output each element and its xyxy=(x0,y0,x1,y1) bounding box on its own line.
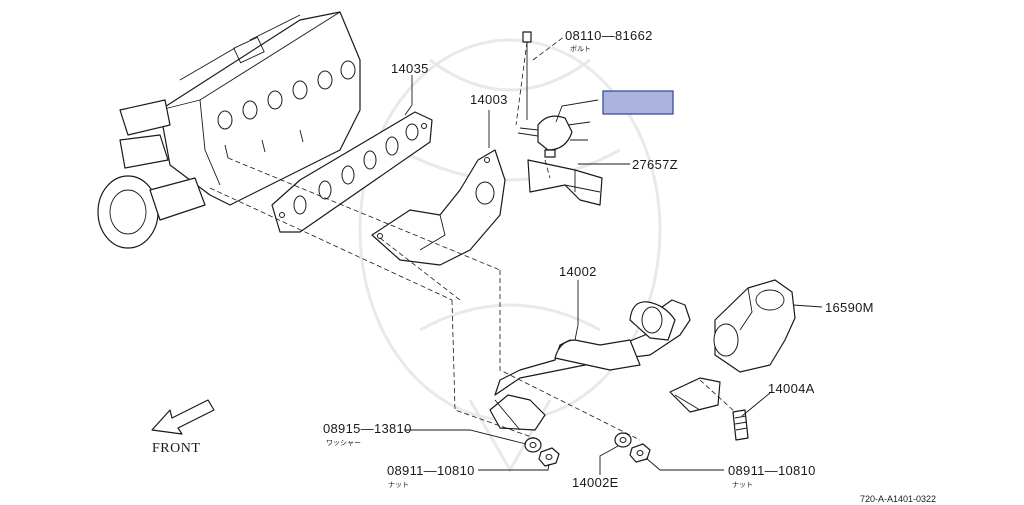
label-08110-type: ボルト xyxy=(570,45,591,53)
o2-sensor-assembly xyxy=(517,31,591,158)
label-08911-10810-left[interactable]: 08911—10810 xyxy=(387,463,475,478)
gasket-14035 xyxy=(271,111,433,233)
engine-block xyxy=(97,11,361,249)
heat-shield-14003 xyxy=(371,149,506,266)
label-08110-81662[interactable]: 08110—81662 xyxy=(565,28,653,43)
washer-08915 xyxy=(524,437,542,453)
label-14002e[interactable]: 14002E xyxy=(572,475,619,490)
label-14003[interactable]: 14003 xyxy=(470,92,508,107)
label-14035[interactable]: 14035 xyxy=(391,61,429,76)
diagram-reference-code: 720-A-A1401-0322 xyxy=(860,494,936,504)
exhaust-manifold-14002 xyxy=(489,299,721,431)
leader-lines xyxy=(404,75,823,475)
stud-14004 xyxy=(732,409,749,441)
washer-14002e xyxy=(614,432,632,448)
label-14004a[interactable]: 14004A xyxy=(768,381,815,396)
part-number-highlight-box[interactable] xyxy=(602,90,674,115)
nut-08911-left xyxy=(538,447,560,467)
label-08911-10810-right[interactable]: 08911—10810 xyxy=(728,463,816,478)
label-27657z[interactable]: 27657Z xyxy=(632,157,678,172)
label-08915-type: ワッシャー xyxy=(326,439,361,447)
front-label: FRONT xyxy=(152,441,200,456)
bracket-27657 xyxy=(527,159,603,206)
label-14002[interactable]: 14002 xyxy=(559,264,597,279)
front-arrow xyxy=(151,399,215,435)
label-16590m[interactable]: 16590M xyxy=(825,300,874,315)
label-08911-right-type: ナット xyxy=(732,481,753,489)
label-08915-13810[interactable]: 08915—13810 xyxy=(323,421,412,436)
label-08911-left-type: ナット xyxy=(388,481,409,489)
exhaust-elbow-16590 xyxy=(713,279,796,373)
assembly-guide-lines xyxy=(209,35,736,441)
